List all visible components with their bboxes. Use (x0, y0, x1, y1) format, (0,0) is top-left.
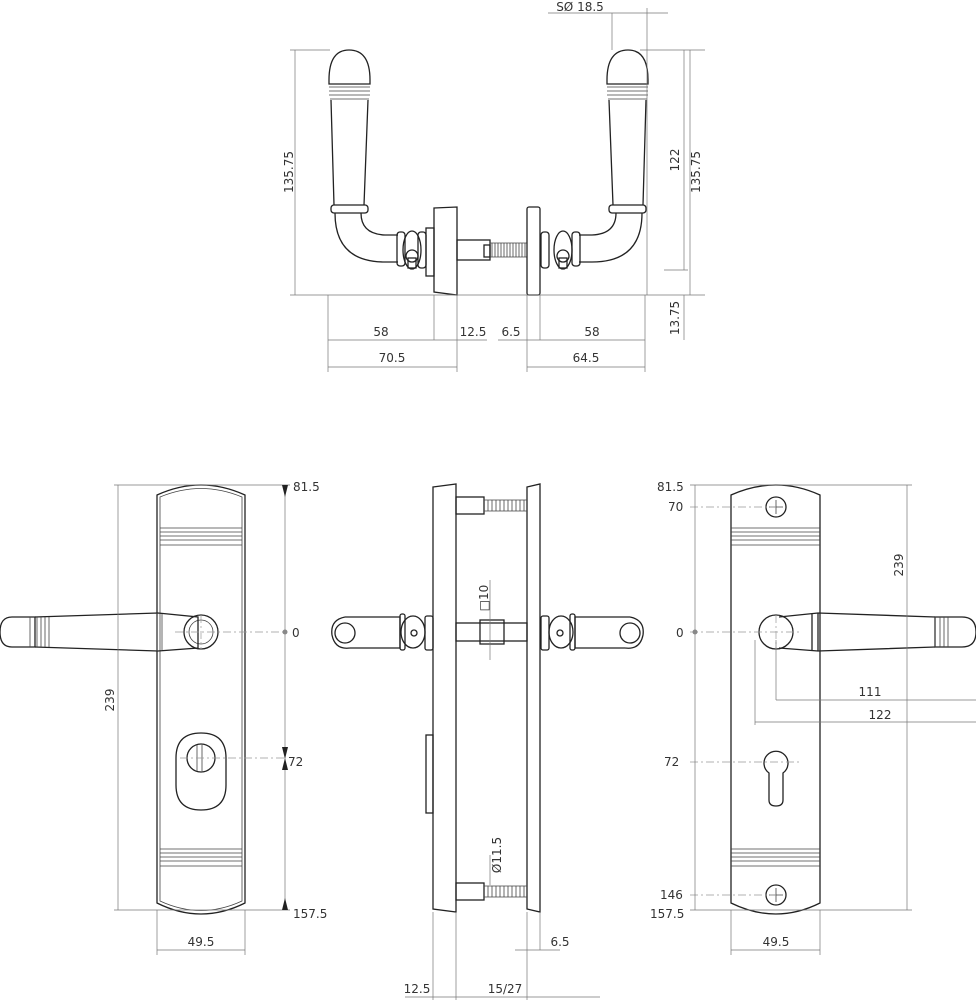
dim-right-rose: 6.5 (501, 325, 520, 339)
left-lever-side (331, 613, 434, 651)
backplate-right (730, 484, 821, 915)
dim-screw-top: 70 (668, 500, 683, 514)
left-plate-side (432, 483, 457, 913)
dim-height-right: 135.75 (689, 151, 703, 193)
dim-keyhole: 72 (288, 755, 303, 769)
dim-left-total: 70.5 (379, 351, 406, 365)
right-rose (526, 206, 541, 296)
dim-right-projection: 58 (584, 325, 599, 339)
dim-center-right: 0 (676, 626, 684, 640)
dim-rose-thickness: 6.5 (550, 935, 569, 949)
dim-bottom: 157.5 (293, 907, 327, 921)
right-lever-side (540, 613, 644, 651)
spindle (456, 239, 527, 261)
lever (34, 612, 199, 652)
dim-width: 49.5 (188, 935, 215, 949)
right-lever (540, 49, 649, 270)
screw-top (455, 496, 527, 515)
dim-bottom-right: 157.5 (650, 907, 684, 921)
dim-lever-length: 122 (869, 708, 892, 722)
dim-plate-thickness: 12.5 (404, 982, 431, 996)
dim-sphere-dia: SØ 18.5 (556, 0, 604, 14)
dim-left-projection: 58 (373, 325, 388, 339)
front-view-right: 81.5 70 0 72 146 157.5 239 111 122 49.5 (650, 480, 976, 955)
dim-height: 239 (103, 689, 117, 712)
spindle-side (455, 619, 528, 645)
dim-left-rose: 12.5 (460, 325, 487, 339)
front-view-left: 81.5 0 72 157.5 239 49.5 (0, 480, 327, 955)
dim-lever-reach: 111 (859, 685, 882, 699)
top-view: 135.75 122 135.75 13.75 SØ 18.5 58 12.5 … (282, 0, 705, 372)
dim-center: 0 (292, 626, 300, 640)
dim-door-thickness: 15/27 (488, 982, 523, 996)
dim-offset-bottom: 13.75 (668, 301, 682, 335)
dim-height-right: 239 (892, 554, 906, 577)
side-view: □10 Ø11.5 6.5 12.5 15/27 (331, 483, 644, 1000)
right-plate-side (526, 483, 541, 913)
dim-bolt-dia: Ø11.5 (490, 837, 504, 873)
dim-cylinder: 72 (664, 755, 679, 769)
keyhole-escutcheon (175, 732, 227, 811)
euro-cylinder-hole (763, 750, 789, 807)
dim-screw-bottom: 146 (660, 888, 683, 902)
dim-top-right: 81.5 (657, 480, 684, 494)
lever-right (778, 612, 936, 652)
dim-right-total: 64.5 (573, 351, 600, 365)
left-lever (328, 49, 435, 277)
dim-width-right: 49.5 (763, 935, 790, 949)
dim-height-left: 135.75 (282, 151, 296, 193)
screw-bottom (455, 882, 527, 901)
dim-top: 81.5 (293, 480, 320, 494)
dim-spindle: □10 (477, 585, 491, 612)
dim-height-right-inner: 122 (668, 149, 682, 172)
left-rose (433, 206, 458, 296)
backplate (156, 484, 246, 915)
